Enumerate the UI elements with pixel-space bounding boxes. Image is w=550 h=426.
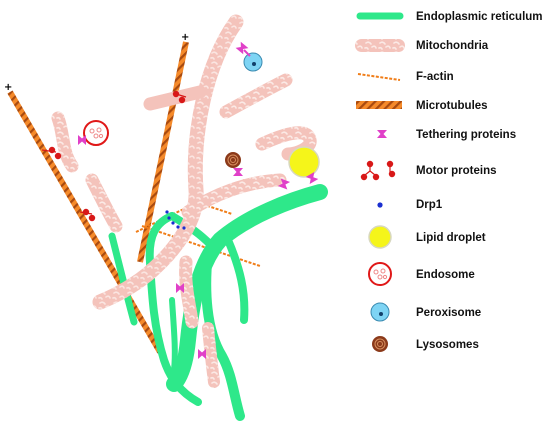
endoplasmic-reticulum [108,184,328,421]
lysosome [225,152,241,168]
legend: Endoplasmic reticulum Mitochondria F-act… [355,11,543,352]
legend-label-lipid: Lipid droplet [416,232,486,244]
tethering-proteins [78,41,319,359]
motor-proteins [41,90,187,222]
legend-mt-swatch [356,101,402,109]
legend-label-mt: Microtubules [416,100,488,112]
microtubule-left [7,90,163,354]
legend-label-lysosome: Lysosomes [416,339,479,351]
legend-drp1-icon [377,202,383,208]
legend-lipid-icon [368,225,392,249]
microtubule-plus-end-top: + [181,32,189,43]
legend-label-endosome: Endosome [416,269,475,281]
legend-label-er: Endoplasmic reticulum [416,11,543,23]
legend-tether-icon [377,130,387,138]
legend-lysosome-icon [372,336,388,352]
legend-label-factin: F-actin [416,71,454,83]
legend-motor-icon [360,160,396,181]
legend-label-mito: Mitochondria [416,40,489,52]
lipid-droplet [288,146,320,178]
microtubule-plus-end-left: + [4,82,12,93]
microtubules: + + [4,32,189,354]
legend-peroxisome-icon [370,302,390,322]
drp1-ring [165,210,186,230]
peroxisome [243,52,263,72]
legend-factin-swatch [357,73,401,81]
legend-label-motor: Motor proteins [416,165,497,177]
legend-label-tether: Tethering proteins [416,129,516,141]
mitochondrion-mid [143,85,207,111]
endosome [83,120,109,146]
legend-label-peroxisome: Peroxisome [416,307,481,319]
legend-endosome-icon [368,262,392,286]
microtubule-top [137,41,189,263]
mitochondria [51,14,317,388]
legend-label-drp1: Drp1 [416,199,443,211]
